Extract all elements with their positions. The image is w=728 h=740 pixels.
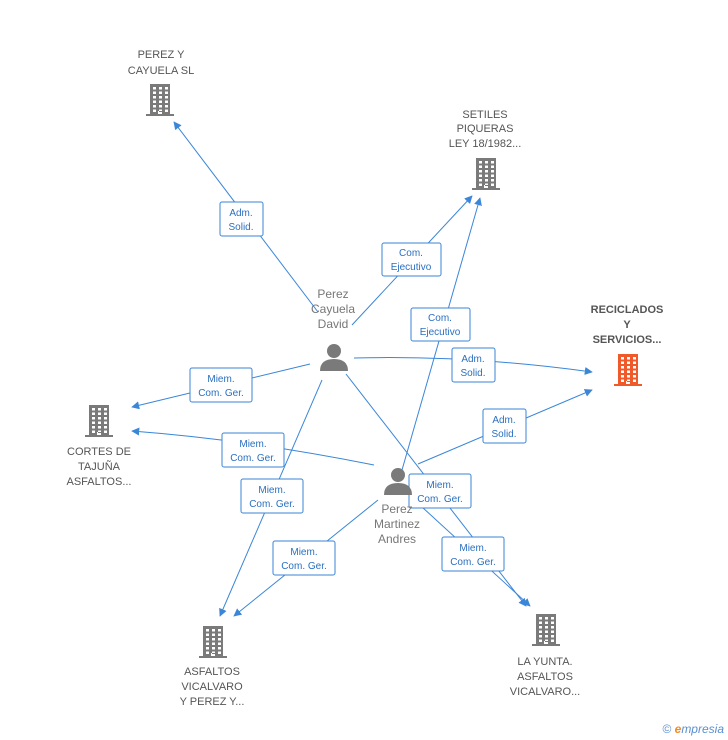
building-icon: [532, 614, 560, 646]
person-node-david[interactable]: [320, 344, 348, 371]
building-icon: [614, 354, 642, 386]
role-text-line1: Miem.: [426, 480, 453, 491]
role-text-line1: Miem.: [207, 374, 234, 385]
company-label: SERVICIOS...: [593, 334, 662, 346]
role-text-line2: Com. Ger.: [249, 499, 295, 510]
role-text-line1: Com.: [428, 313, 452, 324]
company-node-perez-cayuela[interactable]: [146, 84, 174, 116]
role-label-layer: Adm. Solid. Com. Ejecutivo Com. Ejecutiv…: [189, 201, 527, 576]
company-node-setiles[interactable]: [472, 158, 500, 190]
role-text-line2: Ejecutivo: [391, 262, 432, 273]
role-box-com-ejecutivo-david: Com. Ejecutivo: [381, 242, 442, 277]
company-label: VICALVARO...: [510, 686, 581, 698]
role-box-miem-david-asfaltos: Miem. Com. Ger.: [240, 478, 304, 514]
company-label: CAYUELA SL: [128, 65, 194, 77]
company-label: LA YUNTA.: [517, 656, 572, 668]
person-node-andres[interactable]: [384, 468, 412, 495]
role-text-line2: Ejecutivo: [420, 327, 461, 338]
person-icon: [320, 344, 348, 371]
company-label: ASFALTOS: [184, 666, 240, 678]
person-label: David: [318, 317, 349, 331]
person-layer: Perez Cayuela David Perez Martinez Andre…: [311, 287, 420, 546]
company-label: PEREZ Y: [138, 49, 186, 61]
role-text-line2: Com. Ger.: [281, 561, 327, 572]
role-text-line1: Miem.: [290, 547, 317, 558]
company-label: LEY 18/1982...: [449, 138, 522, 150]
role-text-line2: Com. Ger.: [198, 388, 244, 399]
role-box-miem-andres-asfaltos: Miem. Com. Ger.: [272, 540, 336, 576]
company-node-cortes[interactable]: [85, 405, 113, 437]
person-label: Andres: [378, 532, 416, 546]
role-box-adm-solid-david-reciclados: Adm. Solid.: [451, 347, 496, 383]
role-text-line1: Adm.: [229, 208, 252, 219]
company-label: TAJUÑA: [78, 460, 121, 473]
person-label: Perez: [381, 502, 412, 516]
role-text-line2: Com. Ger.: [450, 557, 496, 568]
role-text-line1: Com.: [399, 248, 423, 259]
role-box-miem-andres-layunta-top: Miem. Com. Ger.: [408, 473, 472, 509]
role-text-line1: Miem.: [239, 439, 266, 450]
company-label: Y PEREZ Y...: [180, 696, 245, 708]
role-box-miem-andres-layunta: Miem. Com. Ger.: [441, 536, 505, 572]
company-node-la-yunta[interactable]: [532, 614, 560, 646]
building-icon: [146, 84, 174, 116]
person-label: Perez: [317, 287, 348, 301]
role-text-line1: Miem.: [258, 485, 285, 496]
company-label: RECICLADOS: [591, 304, 664, 316]
person-icon: [384, 468, 412, 495]
role-box-miem-david-cortes: Miem. Com. Ger.: [189, 367, 253, 403]
footer-brand: © empresia: [662, 722, 724, 736]
person-label: Martinez: [374, 517, 420, 531]
person-label: Cayuela: [311, 302, 355, 316]
company-layer: PEREZ Y CAYUELA SL SETILES PIQUERAS LEY …: [66, 49, 663, 708]
company-label: ASFALTOS: [517, 671, 573, 683]
role-text-line1: Miem.: [459, 543, 486, 554]
company-node-reciclados[interactable]: [614, 354, 642, 386]
company-label: VICALVARO: [181, 681, 243, 693]
role-box-com-ejecutivo-andres: Com. Ejecutivo: [410, 307, 471, 342]
company-label: Y: [623, 319, 631, 331]
role-text-line1: Adm.: [461, 354, 484, 365]
role-box-miem-andres-cortes: Miem. Com. Ger.: [221, 432, 285, 468]
brand-logo-initial: e: [674, 722, 682, 736]
role-text-line2: Solid.: [228, 222, 253, 233]
copyright-icon: ©: [662, 722, 672, 736]
building-icon: [85, 405, 113, 437]
company-label: SETILES: [462, 109, 507, 121]
company-label: ASFALTOS...: [66, 476, 131, 488]
role-text-line2: Com. Ger.: [417, 494, 463, 505]
company-node-asfaltos-vicalvaro[interactable]: [199, 626, 227, 658]
role-box-adm-solid-andres-reciclados: Adm. Solid.: [482, 408, 527, 444]
building-icon: [472, 158, 500, 190]
role-text-line2: Com. Ger.: [230, 453, 276, 464]
company-label: PIQUERAS: [457, 123, 514, 135]
role-text-line1: Adm.: [492, 415, 515, 426]
role-text-line2: Solid.: [491, 429, 516, 440]
building-icon: [199, 626, 227, 658]
role-box-adm-solid-perez-cayuela: Adm. Solid.: [219, 201, 264, 237]
company-label: CORTES DE: [67, 446, 131, 458]
role-text-line2: Solid.: [460, 368, 485, 379]
brand-logo-text: mpresia: [681, 722, 724, 736]
